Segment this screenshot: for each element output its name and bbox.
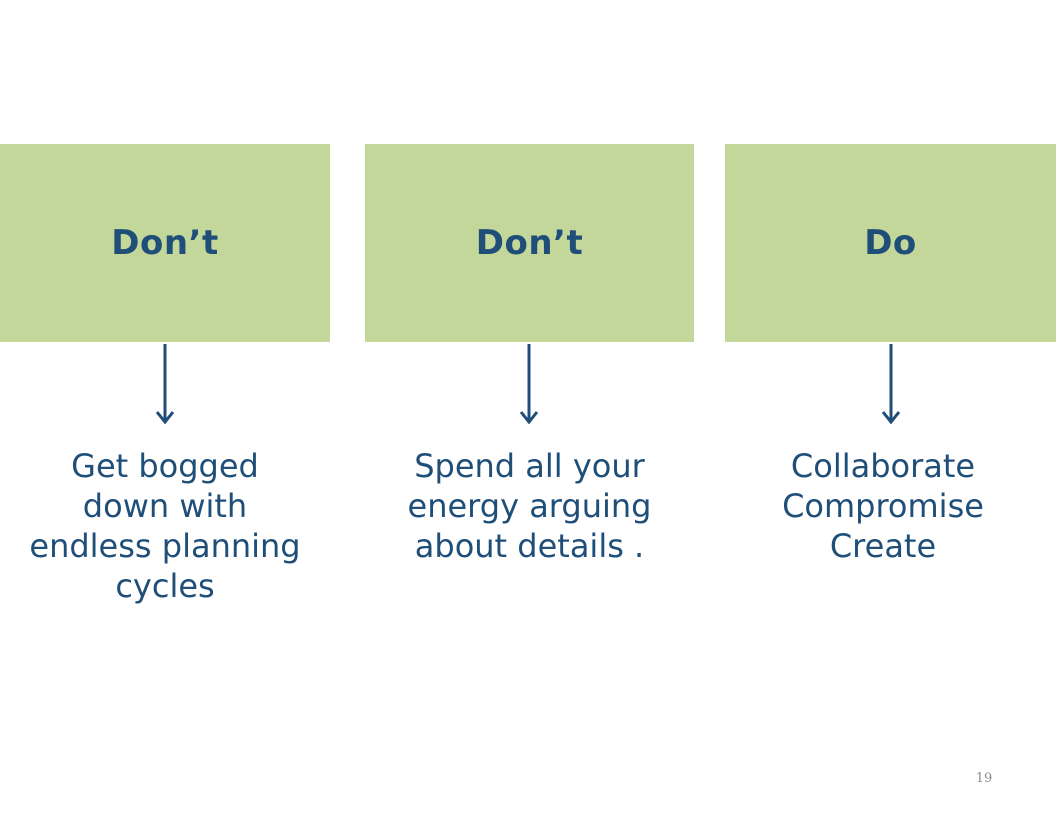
do-box: Do bbox=[725, 144, 1056, 342]
description-line: down with bbox=[82, 487, 248, 525]
description-line: endless planning bbox=[29, 527, 301, 565]
dont-description-2: Spend all your energy arguing about deta… bbox=[365, 446, 694, 566]
description-line: Compromise bbox=[782, 487, 984, 525]
dont-box-1: Don’t bbox=[0, 144, 330, 342]
description-line: Create bbox=[829, 527, 937, 565]
down-arrow-1 bbox=[155, 344, 175, 424]
description-line: energy arguing bbox=[407, 487, 652, 525]
page-number: 19 bbox=[975, 771, 993, 786]
dont-box-2-title: Don’t bbox=[475, 223, 584, 263]
do-box-title: Do bbox=[864, 223, 917, 263]
do-description: Collaborate Compromise Create bbox=[733, 446, 1033, 566]
description-line: cycles bbox=[115, 567, 215, 605]
description-line: Get bogged bbox=[71, 447, 259, 485]
dont-box-2: Don’t bbox=[365, 144, 694, 342]
down-arrow-3 bbox=[881, 344, 901, 424]
description-line: Collaborate bbox=[790, 447, 976, 485]
dont-box-1-title: Don’t bbox=[111, 223, 219, 263]
down-arrow-2 bbox=[519, 344, 539, 424]
dont-description-1: Get bogged down with endless planning cy… bbox=[0, 446, 330, 606]
description-line: Spend all your bbox=[414, 447, 645, 485]
description-line: about details . bbox=[414, 527, 645, 565]
